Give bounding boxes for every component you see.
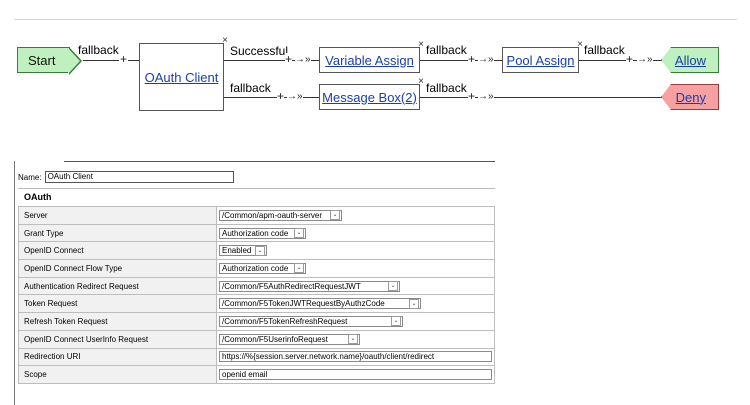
arrow-right-icon: →»: [295, 54, 311, 66]
pool-assign-link[interactable]: Pool Assign: [506, 52, 575, 68]
table-row: OpenID Connect UserInfo Request /Common/…: [18, 329, 495, 349]
select-value: /Common/apm-oauth-server: [222, 210, 323, 220]
header-divider: [14, 19, 737, 20]
table-row: Redirection URI https://%{session.server…: [18, 347, 495, 367]
message-box-item[interactable]: Message Box(2) ×: [319, 77, 424, 110]
property-label: Authentication Redirect Request: [18, 276, 217, 296]
delete-variable-assign-icon[interactable]: ×: [418, 39, 424, 50]
oauth-client-properties-panel: Name: OAuth Client OAuth Server /Common/…: [14, 157, 495, 405]
refresh-token-request-select[interactable]: /Common/F5TokenRefreshRequest ⌄: [219, 315, 403, 327]
section-title: OAuth: [24, 192, 52, 202]
delete-oauth-client-icon[interactable]: ×: [222, 35, 228, 46]
chevron-down-icon[interactable]: ⌄: [255, 245, 265, 256]
variable-assign-link[interactable]: Variable Assign: [325, 52, 414, 68]
property-label: OpenID Connect: [18, 241, 217, 261]
variable-assign-item[interactable]: Variable Assign ×: [319, 40, 424, 73]
oauth-properties-table: Server /Common/apm-oauth-server ⌄ Grant T…: [18, 206, 495, 384]
property-label: OpenID Connect UserInfo Request: [18, 329, 217, 349]
pool-assign-item[interactable]: Pool Assign ×: [502, 40, 583, 73]
property-label: Token Request: [18, 294, 217, 314]
pool-assign-fallback-line: [579, 60, 667, 61]
property-label: Refresh Token Request: [18, 312, 217, 331]
delete-message-box-icon[interactable]: ×: [418, 76, 424, 87]
table-row: Scope openid email: [18, 365, 495, 384]
token-request-select[interactable]: /Common/F5TokenJWTRequestByAuthzCode ⌄: [219, 298, 421, 310]
chevron-down-icon[interactable]: ⌄: [294, 228, 304, 239]
successful-branch-label[interactable]: Successful: [230, 44, 289, 58]
add-item-icon[interactable]: +: [468, 52, 476, 66]
select-value: Authorization code: [222, 228, 289, 238]
panel-left-border: [14, 161, 15, 405]
message-box-fallback-line: [420, 97, 667, 98]
add-item-icon[interactable]: +: [285, 52, 293, 66]
table-row: Authentication Redirect Request /Common/…: [18, 276, 495, 296]
successful-branch-line: [224, 60, 319, 61]
select-value: /Common/F5UserinfoRequest: [222, 334, 328, 344]
property-label: Grant Type: [18, 223, 217, 243]
openid-connect-select[interactable]: Enabled⌄: [219, 245, 267, 257]
deny-ending-link[interactable]: Deny: [675, 89, 706, 105]
panel-top-border: [64, 161, 495, 162]
select-value: /Common/F5AuthRedirectRequestJWT: [222, 281, 361, 291]
grant-type-select[interactable]: Authorization code ⌄: [219, 227, 306, 239]
auth-redirect-request-select[interactable]: /Common/F5AuthRedirectRequestJWT ⌄: [219, 280, 400, 292]
property-label: Redirection URI: [18, 347, 217, 367]
chevron-down-icon[interactable]: ⌄: [409, 298, 419, 309]
start-label: Start: [28, 52, 56, 68]
name-label: Name:: [18, 172, 42, 182]
variable-assign-fallback-label[interactable]: fallback: [426, 43, 467, 57]
arrow-right-icon: →»: [637, 54, 653, 66]
table-row: OpenID Connect Enabled⌄: [18, 241, 495, 261]
message-box-link[interactable]: Message Box(2): [322, 89, 417, 105]
allow-terminal[interactable]: Allow: [661, 47, 719, 73]
oauth-client-link[interactable]: OAuth Client: [144, 69, 219, 85]
add-item-icon[interactable]: +: [468, 89, 476, 103]
message-box-fallback-label[interactable]: fallback: [426, 81, 467, 95]
chevron-down-icon[interactable]: ⌄: [294, 263, 304, 274]
variable-assign-fallback-line: [420, 60, 502, 61]
property-label: OpenID Connect Flow Type: [18, 259, 217, 278]
select-value: /Common/F5TokenJWTRequestByAuthzCode: [222, 299, 385, 309]
add-item-icon[interactable]: +: [277, 89, 285, 103]
property-label: Server: [18, 206, 217, 225]
start-fallback-label[interactable]: fallback: [78, 43, 119, 57]
redirection-uri-input[interactable]: https://%{session.server.network.name}/o…: [219, 351, 492, 363]
arrow-right-icon: →»: [478, 91, 494, 103]
name-row: Name: OAuth Client: [18, 171, 234, 183]
chevron-down-icon[interactable]: ⌄: [348, 334, 358, 345]
arrow-right-icon: →»: [478, 54, 494, 66]
deny-terminal[interactable]: Deny: [661, 84, 719, 110]
add-item-icon[interactable]: +: [119, 52, 129, 66]
chevron-down-icon[interactable]: ⌄: [391, 316, 401, 327]
pool-assign-fallback-label[interactable]: fallback: [584, 43, 625, 57]
oauth-fallback-label[interactable]: fallback: [230, 81, 271, 95]
delete-pool-assign-icon[interactable]: ×: [577, 39, 583, 50]
scope-input[interactable]: openid email: [219, 369, 492, 381]
start-terminal[interactable]: Start: [17, 47, 82, 75]
name-separator: [18, 188, 495, 189]
userinfo-request-select[interactable]: /Common/F5UserinfoRequest ⌄: [219, 333, 360, 345]
chevron-down-icon[interactable]: ⌄: [388, 281, 398, 292]
arrow-right-icon: →»: [287, 91, 303, 103]
table-row: OpenID Connect Flow Type Authorization c…: [18, 259, 495, 278]
oauth-fallback-line: [224, 97, 319, 98]
table-row: Server /Common/apm-oauth-server ⌄: [18, 206, 495, 225]
name-field[interactable]: OAuth Client: [44, 171, 234, 183]
add-item-icon[interactable]: +: [626, 52, 634, 66]
server-select[interactable]: /Common/apm-oauth-server ⌄: [219, 209, 342, 221]
oauth-client-item[interactable]: OAuth Client ×: [139, 36, 228, 111]
table-row: Token Request /Common/F5TokenJWTRequestB…: [18, 294, 495, 314]
openid-flow-type-select[interactable]: Authorization code ⌄: [219, 262, 306, 274]
property-label: Scope: [18, 365, 217, 384]
table-row: Grant Type Authorization code ⌄: [18, 223, 495, 243]
start-arrow-shape: [68, 47, 82, 75]
start-fallback-line: [83, 60, 139, 61]
select-value: Enabled: [222, 246, 252, 256]
table-row: Refresh Token Request /Common/F5TokenRef…: [18, 312, 495, 331]
select-value: Authorization code: [222, 263, 289, 273]
chevron-down-icon[interactable]: ⌄: [330, 210, 340, 221]
select-value: /Common/F5TokenRefreshRequest: [222, 316, 348, 326]
allow-ending-link[interactable]: Allow: [674, 52, 706, 68]
